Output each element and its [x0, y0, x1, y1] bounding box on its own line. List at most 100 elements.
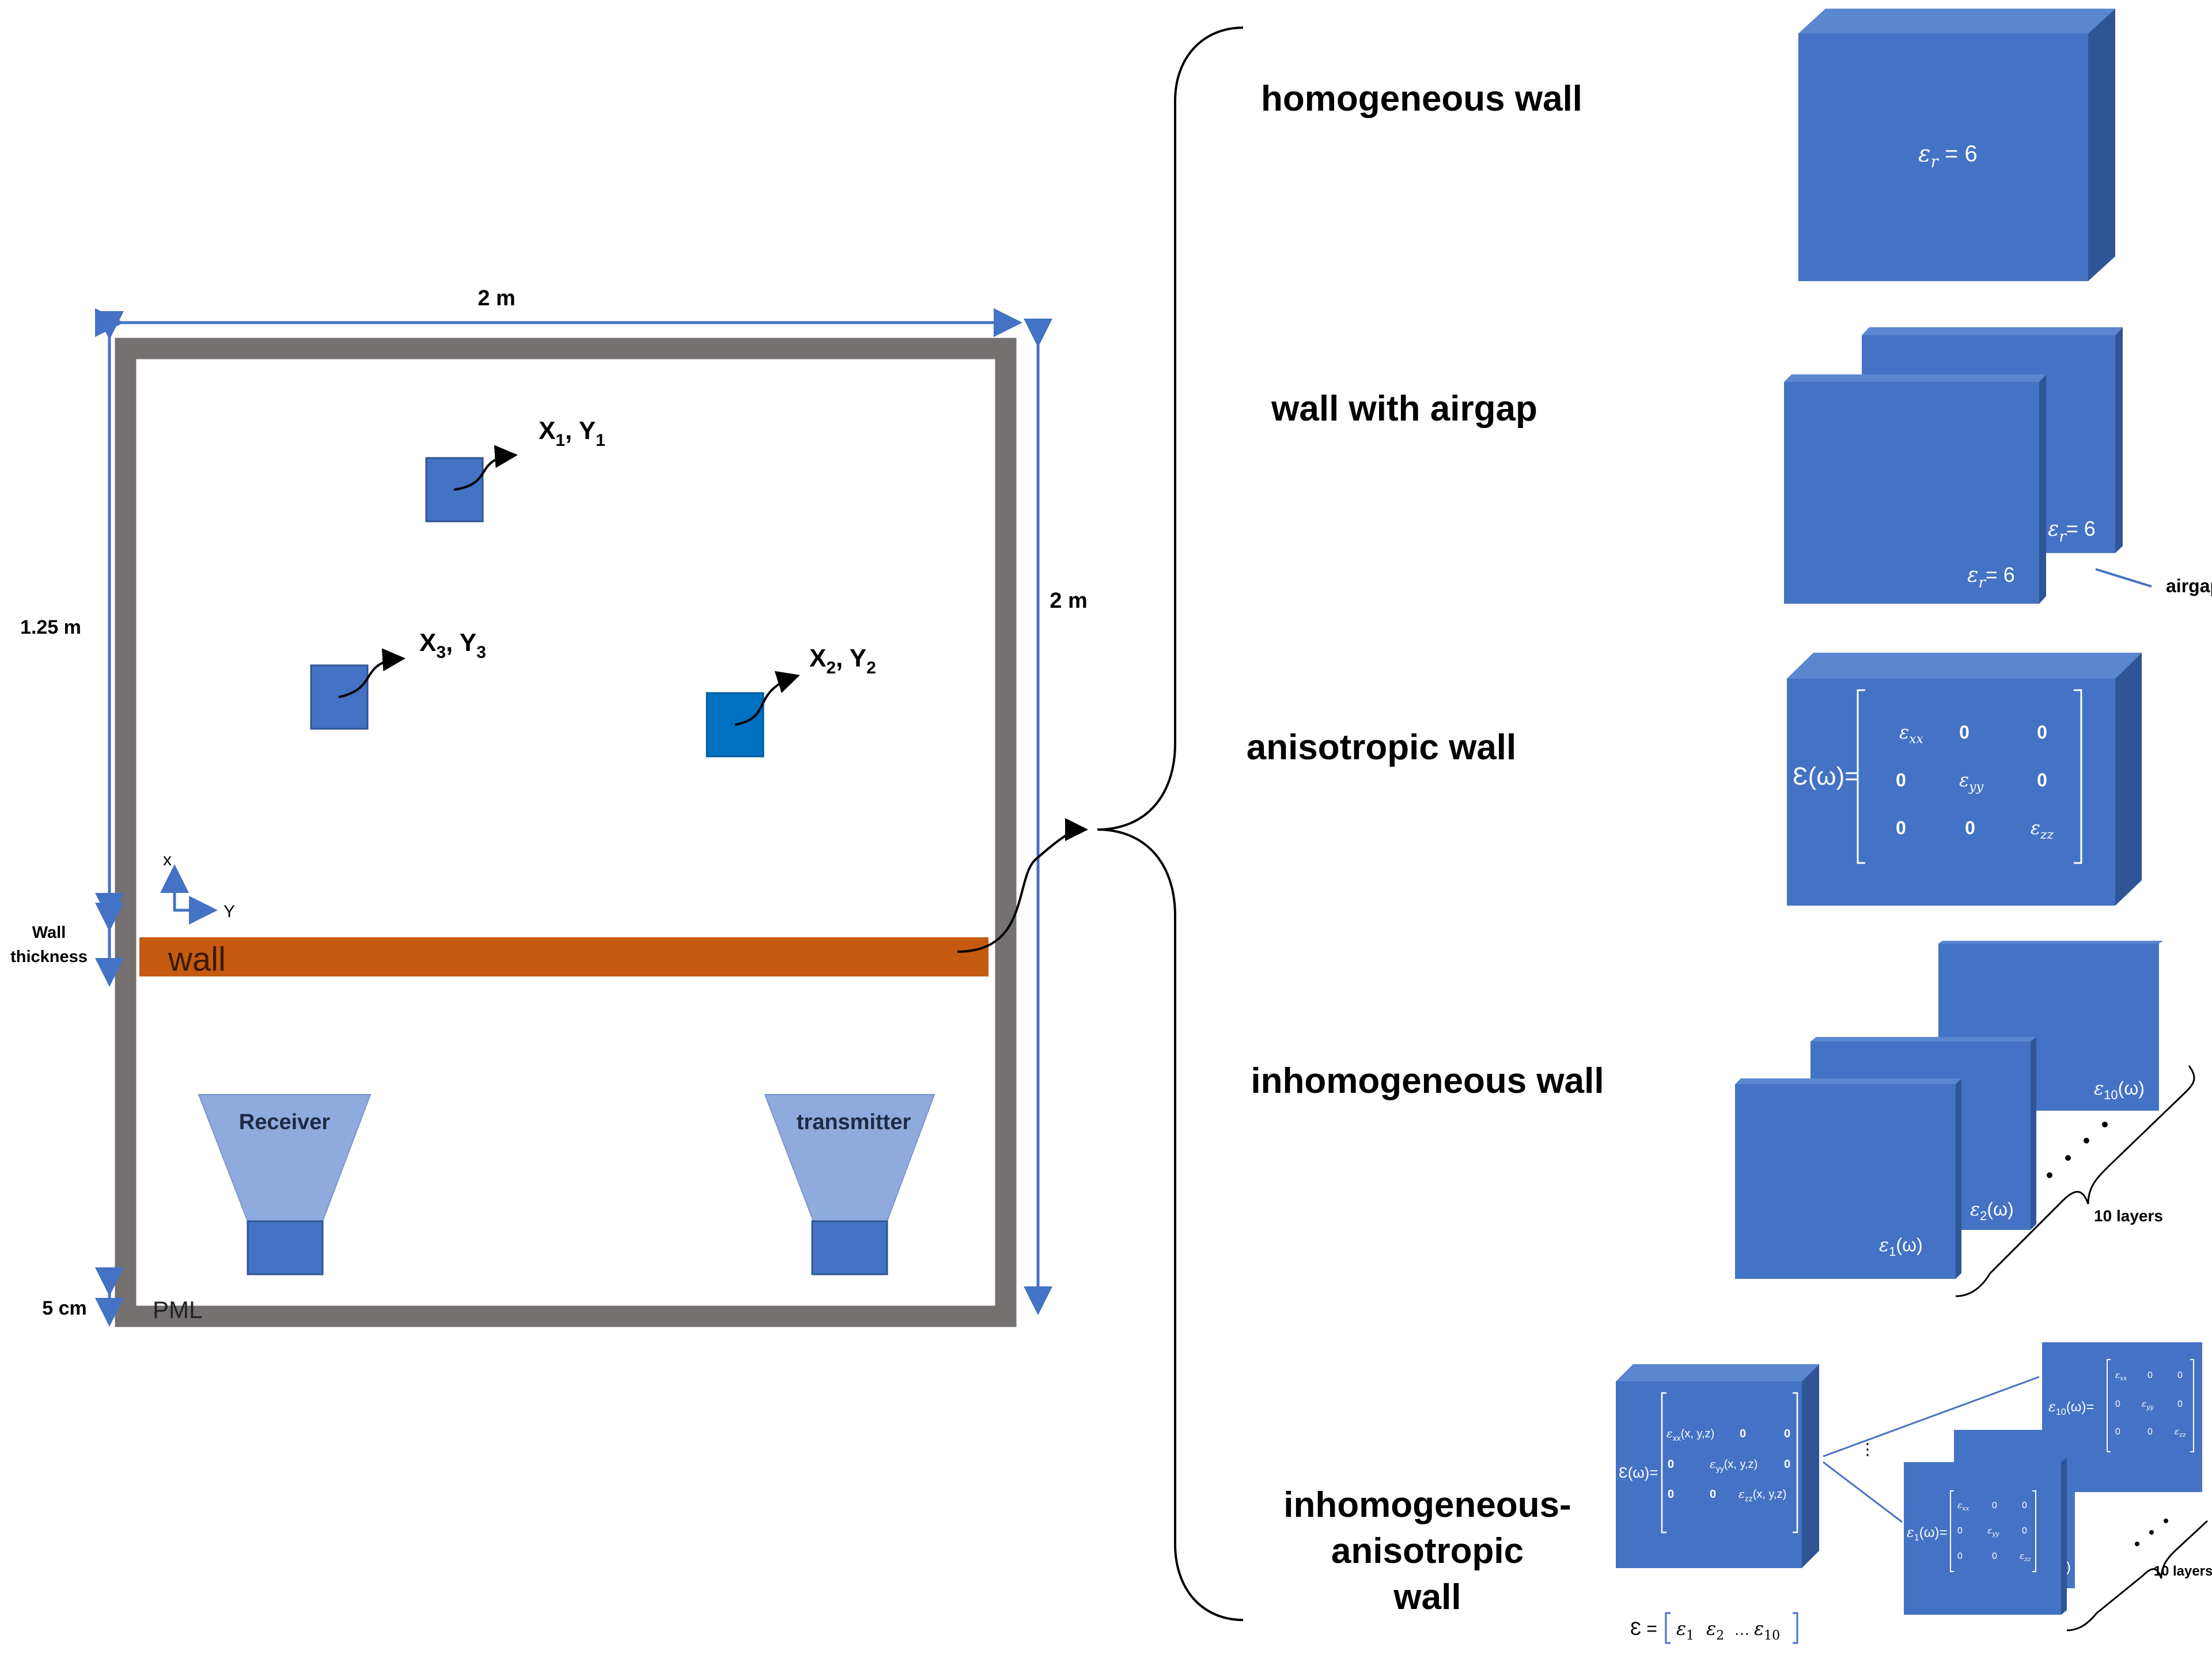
- ia-big-cell-21: 0: [1710, 1488, 1716, 1501]
- upper-distance-label: 1.25 m: [20, 616, 81, 638]
- ia-sl-12: 0: [2177, 1399, 2183, 1409]
- ia-big-cell-12: 0: [1784, 1458, 1790, 1471]
- inhomo-ellipsis-dot-3: [2084, 1138, 2089, 1144]
- ia-big-lhs: Ɛ(ω)=: [1619, 1464, 1658, 1481]
- target-1-pointer: [453, 445, 518, 491]
- wall-slab: [139, 937, 988, 976]
- ia-small-last-bracket-left: [2107, 1359, 2111, 1452]
- inhomo-ellipsis-dot-2: [2065, 1155, 2071, 1161]
- ia-fan-dots: ⋮: [1859, 1440, 1876, 1458]
- anisotropic-block-front: [1787, 679, 2115, 906]
- ia-sl-01: 0: [2147, 1371, 2153, 1380]
- ia-ellipsis-dot-1: [2135, 1542, 2139, 1546]
- ia-big-cell-10: 0: [1668, 1458, 1674, 1471]
- ia-big-block-top: [1616, 1364, 1819, 1381]
- inhomo-layer-second-label: ε2(ω): [1970, 1198, 2014, 1223]
- target-1-label: X1, Y1: [539, 417, 605, 450]
- anisotropic-bracket-left: [1857, 689, 1865, 864]
- target-3-label: X3, Y3: [419, 629, 486, 662]
- ia-sl-10: 0: [2115, 1399, 2120, 1409]
- ia-fan-line-top: [1823, 1376, 2040, 1457]
- ia-sf-10: 0: [1957, 1526, 1963, 1536]
- inhomo-aniso-title-line2: anisotropic: [1331, 1531, 1524, 1571]
- ia-sl-20: 0: [2115, 1427, 2120, 1437]
- inhomo-ellipsis-dot-4: [2102, 1122, 2108, 1127]
- aniso-cell-21: 0: [1965, 817, 1975, 838]
- airgap-front-block: [1784, 382, 2039, 604]
- target-3-pointer: [338, 648, 406, 698]
- ia-big-cell-00: εxx(x, y,z): [1666, 1426, 1714, 1443]
- target-2-label: X2, Y2: [809, 644, 876, 677]
- inhomo-layer-first-side: [1956, 1078, 1961, 1279]
- airgap-front-eps: εr= 6: [1967, 563, 2015, 592]
- ia-big-cell-22: εzz(x, y,z): [1738, 1487, 1786, 1503]
- airgap-front-side: [2039, 374, 2046, 604]
- ia-sf-01: 0: [1992, 1501, 1997, 1510]
- airgap-back-eps: εr= 6: [2048, 517, 2096, 546]
- ia-vector-lhs: Ɛ =: [1630, 1618, 1657, 1639]
- inhomo-layer-first: [1735, 1084, 1956, 1279]
- height-label: 2 m: [1050, 589, 1087, 613]
- inhomo-aniso-title-line3: wall: [1393, 1577, 1461, 1617]
- width-label: 2 m: [478, 286, 515, 311]
- airgap-back-top: [1862, 327, 2123, 335]
- ia-small-last-lhs: ε10(ω)=: [2048, 1399, 2094, 1417]
- ia-fan-line-bottom: [1823, 1461, 1903, 1523]
- transmitter-label: transmitter: [797, 1110, 911, 1134]
- inhomo-layer-second-side: [2031, 1037, 2036, 1230]
- homogeneous-block-top: [1798, 9, 2115, 33]
- axis-y-label: Y: [224, 902, 235, 921]
- airgap-back-side: [2115, 327, 2123, 553]
- aniso-cell-10: 0: [1896, 770, 1906, 790]
- inhomo-ellipsis-dot-1: [2047, 1172, 2052, 1178]
- ia-big-bracket-left: [1661, 1392, 1666, 1534]
- ia-ellipsis-dot-3: [2164, 1519, 2168, 1523]
- receiver-label: Receiver: [239, 1110, 331, 1134]
- inhomogeneous-title: inhomogeneous wall: [1251, 1061, 1604, 1101]
- ia-big-cell-11: εyy(x, y,z): [1710, 1457, 1758, 1473]
- ia-small-block-first: [1904, 1462, 2061, 1615]
- target-2-pointer: [734, 671, 800, 726]
- ia-big-cell-01: 0: [1740, 1428, 1746, 1440]
- inhomo-layer-first-top: [1735, 1078, 1961, 1084]
- homogeneous-block-side: [2088, 9, 2115, 281]
- ia-big-cell-20: 0: [1668, 1488, 1674, 1501]
- wall-thickness-label-line1: Wall: [32, 923, 66, 942]
- inhomo-layer-first-label: ε1(ω): [1879, 1234, 1923, 1259]
- inhomo-layer-second-top: [1810, 1037, 2036, 1042]
- ia-ellipsis-dot-2: [2149, 1530, 2154, 1535]
- ia-layers-brace: [2066, 1520, 2209, 1631]
- ia-small-last-bracket-right: [2190, 1359, 2194, 1452]
- wall-to-options-connector: [957, 818, 1088, 953]
- ia-vector-e10: ε10: [1754, 1618, 1780, 1643]
- transmitter-feed: [811, 1220, 888, 1275]
- inhomo-layer-last-label: ε10(ω): [2094, 1077, 2145, 1102]
- wall-thickness-label-line2: thickness: [10, 948, 88, 966]
- ia-big-block: [1616, 1381, 1802, 1568]
- anisotropic-bracket-right: [2074, 689, 2082, 864]
- homogeneous-title: homogeneous wall: [1261, 79, 1582, 119]
- airgap-pointer: [2095, 568, 2152, 588]
- ia-vector-e1: ε1: [1676, 1618, 1694, 1643]
- ia-small-first-bracket-right: [2032, 1490, 2036, 1572]
- ia-small-first-side: [2061, 1457, 2067, 1615]
- ia-sf-21: 0: [1992, 1551, 1997, 1561]
- aniso-cell-02: 0: [2037, 722, 2047, 743]
- axis-x-label: x: [163, 850, 172, 869]
- homogeneous-eps: εr = 6: [1918, 141, 1978, 171]
- ia-big-block-side: [1802, 1364, 1819, 1568]
- airgap-title: wall with airgap: [1271, 389, 1537, 429]
- ia-small-first-bracket-left: [1950, 1490, 1954, 1572]
- pml-label: PML: [153, 1296, 202, 1323]
- options-brace: [1097, 26, 1244, 1621]
- ia-sl-21: 0: [2147, 1427, 2153, 1437]
- ia-sl-02: 0: [2177, 1371, 2183, 1380]
- inhomo-layer-last-top: [1938, 941, 2163, 944]
- inhomo-aniso-title-line1: inhomogeneous-: [1283, 1485, 1571, 1525]
- receiver-feed: [247, 1220, 324, 1275]
- ia-sf-12: 0: [2022, 1526, 2027, 1536]
- aniso-cell-01: 0: [1959, 722, 1969, 743]
- airgap-label: airgap: [2166, 576, 2212, 596]
